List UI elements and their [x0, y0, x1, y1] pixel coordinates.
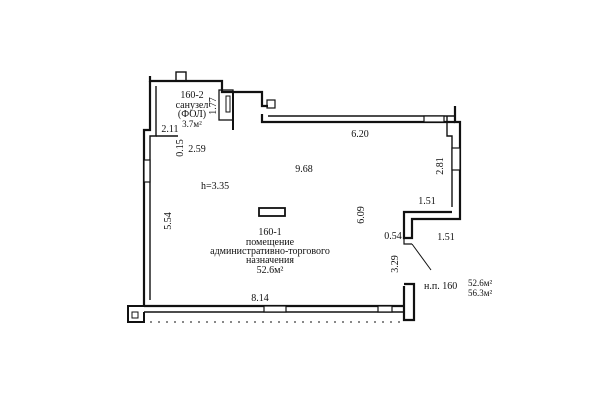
dim-3-29: 3.29	[390, 255, 401, 273]
door-swing	[411, 243, 432, 271]
main-room-line2: административно-торгового	[210, 246, 330, 257]
dim-5-54: 5.54	[163, 212, 174, 230]
unit-area-1: 52.6м²	[468, 278, 492, 288]
main-room-number: 160-1	[258, 227, 281, 238]
top-wall-outer	[260, 114, 455, 124]
dim-2-81: 2.81	[435, 157, 446, 175]
dim-2-59: 2.59	[188, 144, 206, 155]
dim-6-09: 6.09	[356, 206, 367, 224]
right-wall-inner-upper	[446, 116, 453, 207]
main-room-line3: назначения	[246, 255, 294, 266]
dim-2-11: 2.11	[161, 124, 178, 135]
niche-stub	[403, 238, 412, 245]
window-top	[423, 115, 445, 123]
dim-8-14: 8.14	[251, 293, 269, 304]
dim-1-77: 1.77	[208, 97, 219, 115]
column-top	[266, 99, 276, 109]
corner-block	[127, 305, 145, 323]
walls	[127, 71, 462, 323]
window-bottom-right	[377, 305, 393, 313]
main-room-labels: h=3.35 160-1 помещение административно-т…	[201, 181, 330, 276]
wc-room-labels: 160-2 санузел (ФОЛ) 3.7м²	[176, 90, 209, 129]
window-right	[451, 147, 461, 171]
unit-summary: н.п. 160 52.6м² 56.3м²	[424, 278, 492, 298]
center-column	[258, 207, 286, 217]
vent-shaft	[175, 71, 187, 82]
dimension-labels: 1.77 2.11 0.15 2.59 6.20 9.68 2.81 1.51 …	[161, 97, 454, 304]
unit-number: н.п. 160	[424, 281, 457, 292]
window-left	[143, 159, 151, 183]
dim-6-20: 6.20	[351, 129, 369, 140]
main-room-line1: помещение	[246, 237, 295, 248]
wc-room-area: 3.7м²	[182, 119, 202, 129]
wc-door-leaf	[225, 95, 231, 113]
wc-room-number: 160-2	[180, 90, 203, 101]
ceiling-height: h=3.35	[201, 181, 229, 192]
dim-9-68: 9.68	[295, 164, 313, 175]
wc-room-name: санузел	[176, 100, 209, 111]
dim-1-51-a: 1.51	[418, 196, 436, 207]
lower-right-wall	[402, 282, 416, 322]
right-niche	[402, 210, 462, 240]
left-outer-wall	[142, 81, 152, 306]
main-room-area: 52.6м²	[257, 265, 284, 276]
window-bottom	[263, 305, 287, 313]
corner-column	[131, 311, 139, 319]
unit-area-2: 56.3м²	[468, 288, 492, 298]
dim-1-51-b: 1.51	[437, 232, 455, 243]
wc-room-tag: (ФОЛ)	[178, 109, 206, 120]
left-inner-wall	[149, 86, 157, 300]
dim-0-15: 0.15	[175, 139, 186, 157]
dim-0-54: 0.54	[384, 231, 402, 242]
